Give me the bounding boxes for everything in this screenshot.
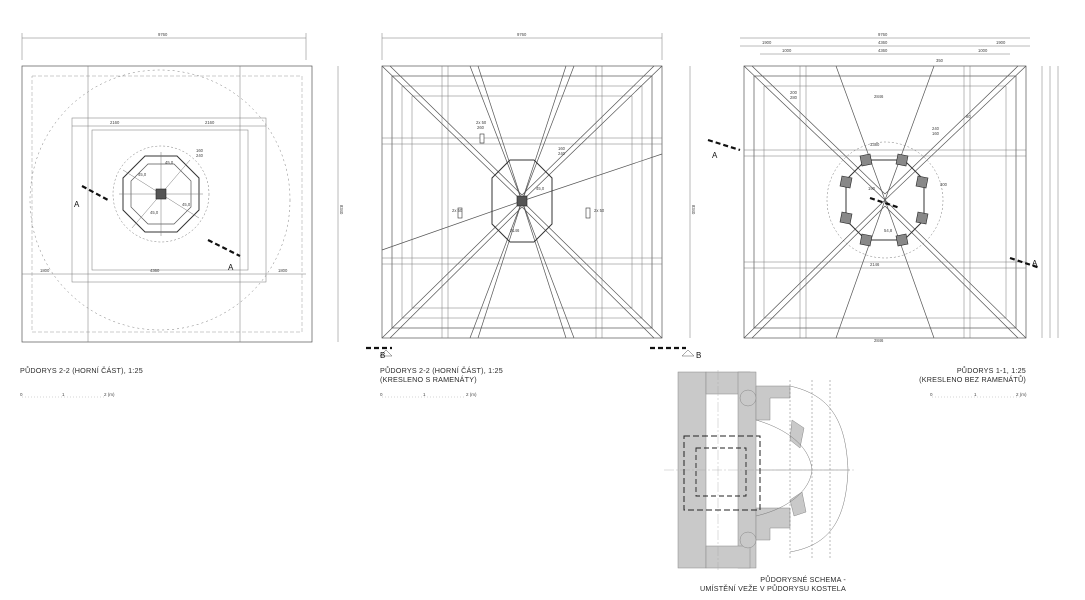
scale-1: 1	[974, 392, 977, 397]
dim-mid: 4360	[150, 268, 160, 273]
beam-200: 200	[790, 90, 798, 95]
scale-2: 2 (m)	[466, 392, 477, 397]
plan-caption: PŮDORYS 1-1, 1:25	[957, 366, 1026, 375]
octagon-angle-4: 45,0	[150, 210, 159, 215]
scale-2: 2 (m)	[104, 392, 115, 397]
dim-right: 1800	[278, 268, 288, 273]
height-dimension: 8340	[339, 205, 344, 215]
scale-1: 1	[62, 392, 65, 397]
scale-2: 2 (m)	[1016, 392, 1027, 397]
top-dim-right: 1900	[996, 40, 1006, 45]
beam-160: 160	[558, 146, 566, 151]
post-size-right: 2x 50	[594, 208, 605, 213]
section-a-left: A	[74, 200, 80, 209]
octagon-angle: 45,0	[536, 186, 545, 191]
top-dim2-left: 1000	[782, 48, 792, 53]
octagon-angle-2: 45,0	[138, 172, 147, 177]
beam-80: 80	[966, 114, 971, 119]
section-b-right: B	[696, 351, 701, 360]
section-a-left: A	[712, 151, 718, 160]
beam-300: 300	[940, 182, 948, 187]
scale-0: 0	[930, 392, 933, 397]
dim-left: 1800	[40, 268, 50, 273]
scale-0: 0	[380, 392, 383, 397]
top-dim-mid: 4360	[878, 40, 888, 45]
beam-280: 280	[790, 95, 798, 100]
section-a-right: A	[228, 263, 234, 272]
beam-size-160: 160	[196, 148, 204, 153]
height-dimension: 8340	[691, 205, 696, 215]
octagon-width: 2146	[510, 228, 520, 233]
overall-dimension: 9760	[878, 32, 888, 37]
section-b-left: B	[380, 351, 385, 360]
top-dim2-right: 1000	[978, 48, 988, 53]
octagon-angle-3: 45,0	[182, 202, 191, 207]
dim-2146: 2146	[870, 262, 880, 267]
schema-caption-sub: UMÍSTĚNÍ VEŽE V PŮDORYSU KOSTELA	[700, 584, 846, 593]
dim-3380: 3380	[870, 142, 880, 147]
top-dim2-mid: 4360	[878, 48, 888, 53]
angle-54-8: 54,8	[884, 228, 893, 233]
scale-bar: 0 1 2 (m)	[380, 392, 477, 398]
church-floorplan-schema: PŮDORYSNÉ SCHEMA - UMÍSTĚNÍ VEŽE V PŮDOR…	[664, 370, 856, 593]
plan-caption: PŮDORYS 2-2 (HORNÍ ČÁST), 1:25	[380, 366, 503, 375]
plan-caption-sub: (KRESLENO S RAMENÁTY)	[380, 375, 477, 384]
beam-240: 240	[558, 151, 566, 156]
inner-dim-left: 2160	[110, 120, 120, 125]
plan-caption: PŮDORYS 2-2 (HORNÍ ČÁST), 1:25	[20, 366, 143, 375]
post-size-top: 2x 50	[476, 120, 487, 125]
scale-0: 0	[20, 392, 23, 397]
post-size-top-2: 260	[477, 125, 485, 130]
top-dim-left: 1900	[762, 40, 772, 45]
overall-dimension: 9760	[158, 32, 168, 37]
beam-size-240: 240	[196, 153, 204, 158]
scale-1: 1	[423, 392, 426, 397]
beam-240: 240	[932, 126, 940, 131]
beam-160: 160	[932, 131, 940, 136]
scale-bar: 0 1 2 (m)	[930, 392, 1027, 398]
beam-350: 350	[936, 58, 944, 63]
inner-dim-right: 2160	[205, 120, 215, 125]
octagon-angle-1: 45,0	[165, 160, 174, 165]
schema-caption: PŮDORYSNÉ SCHEMA -	[760, 575, 846, 584]
dim-2846-bottom: 2846	[874, 338, 884, 343]
overall-dimension: 9760	[517, 32, 527, 37]
post-size-left: 2x 50	[452, 208, 463, 213]
plan-caption-sub: (KRESLENO BEZ RAMENÁTŮ)	[919, 375, 1026, 384]
plan-2-2-with-struts: 9760 8340	[366, 32, 701, 398]
plan-1-1-without-struts: 9760 1900 4360 1900 1000 4360 1000	[707, 32, 1059, 398]
scale-bar: 0 1 2 (m)	[20, 392, 115, 398]
dim-2846-top: 2846	[874, 94, 884, 99]
plan-2-2-upper: 9760 8340 1800 4360 1800 2160 2160	[20, 32, 344, 398]
dim-190: 190	[868, 186, 876, 191]
section-a-right: A	[1032, 259, 1038, 268]
